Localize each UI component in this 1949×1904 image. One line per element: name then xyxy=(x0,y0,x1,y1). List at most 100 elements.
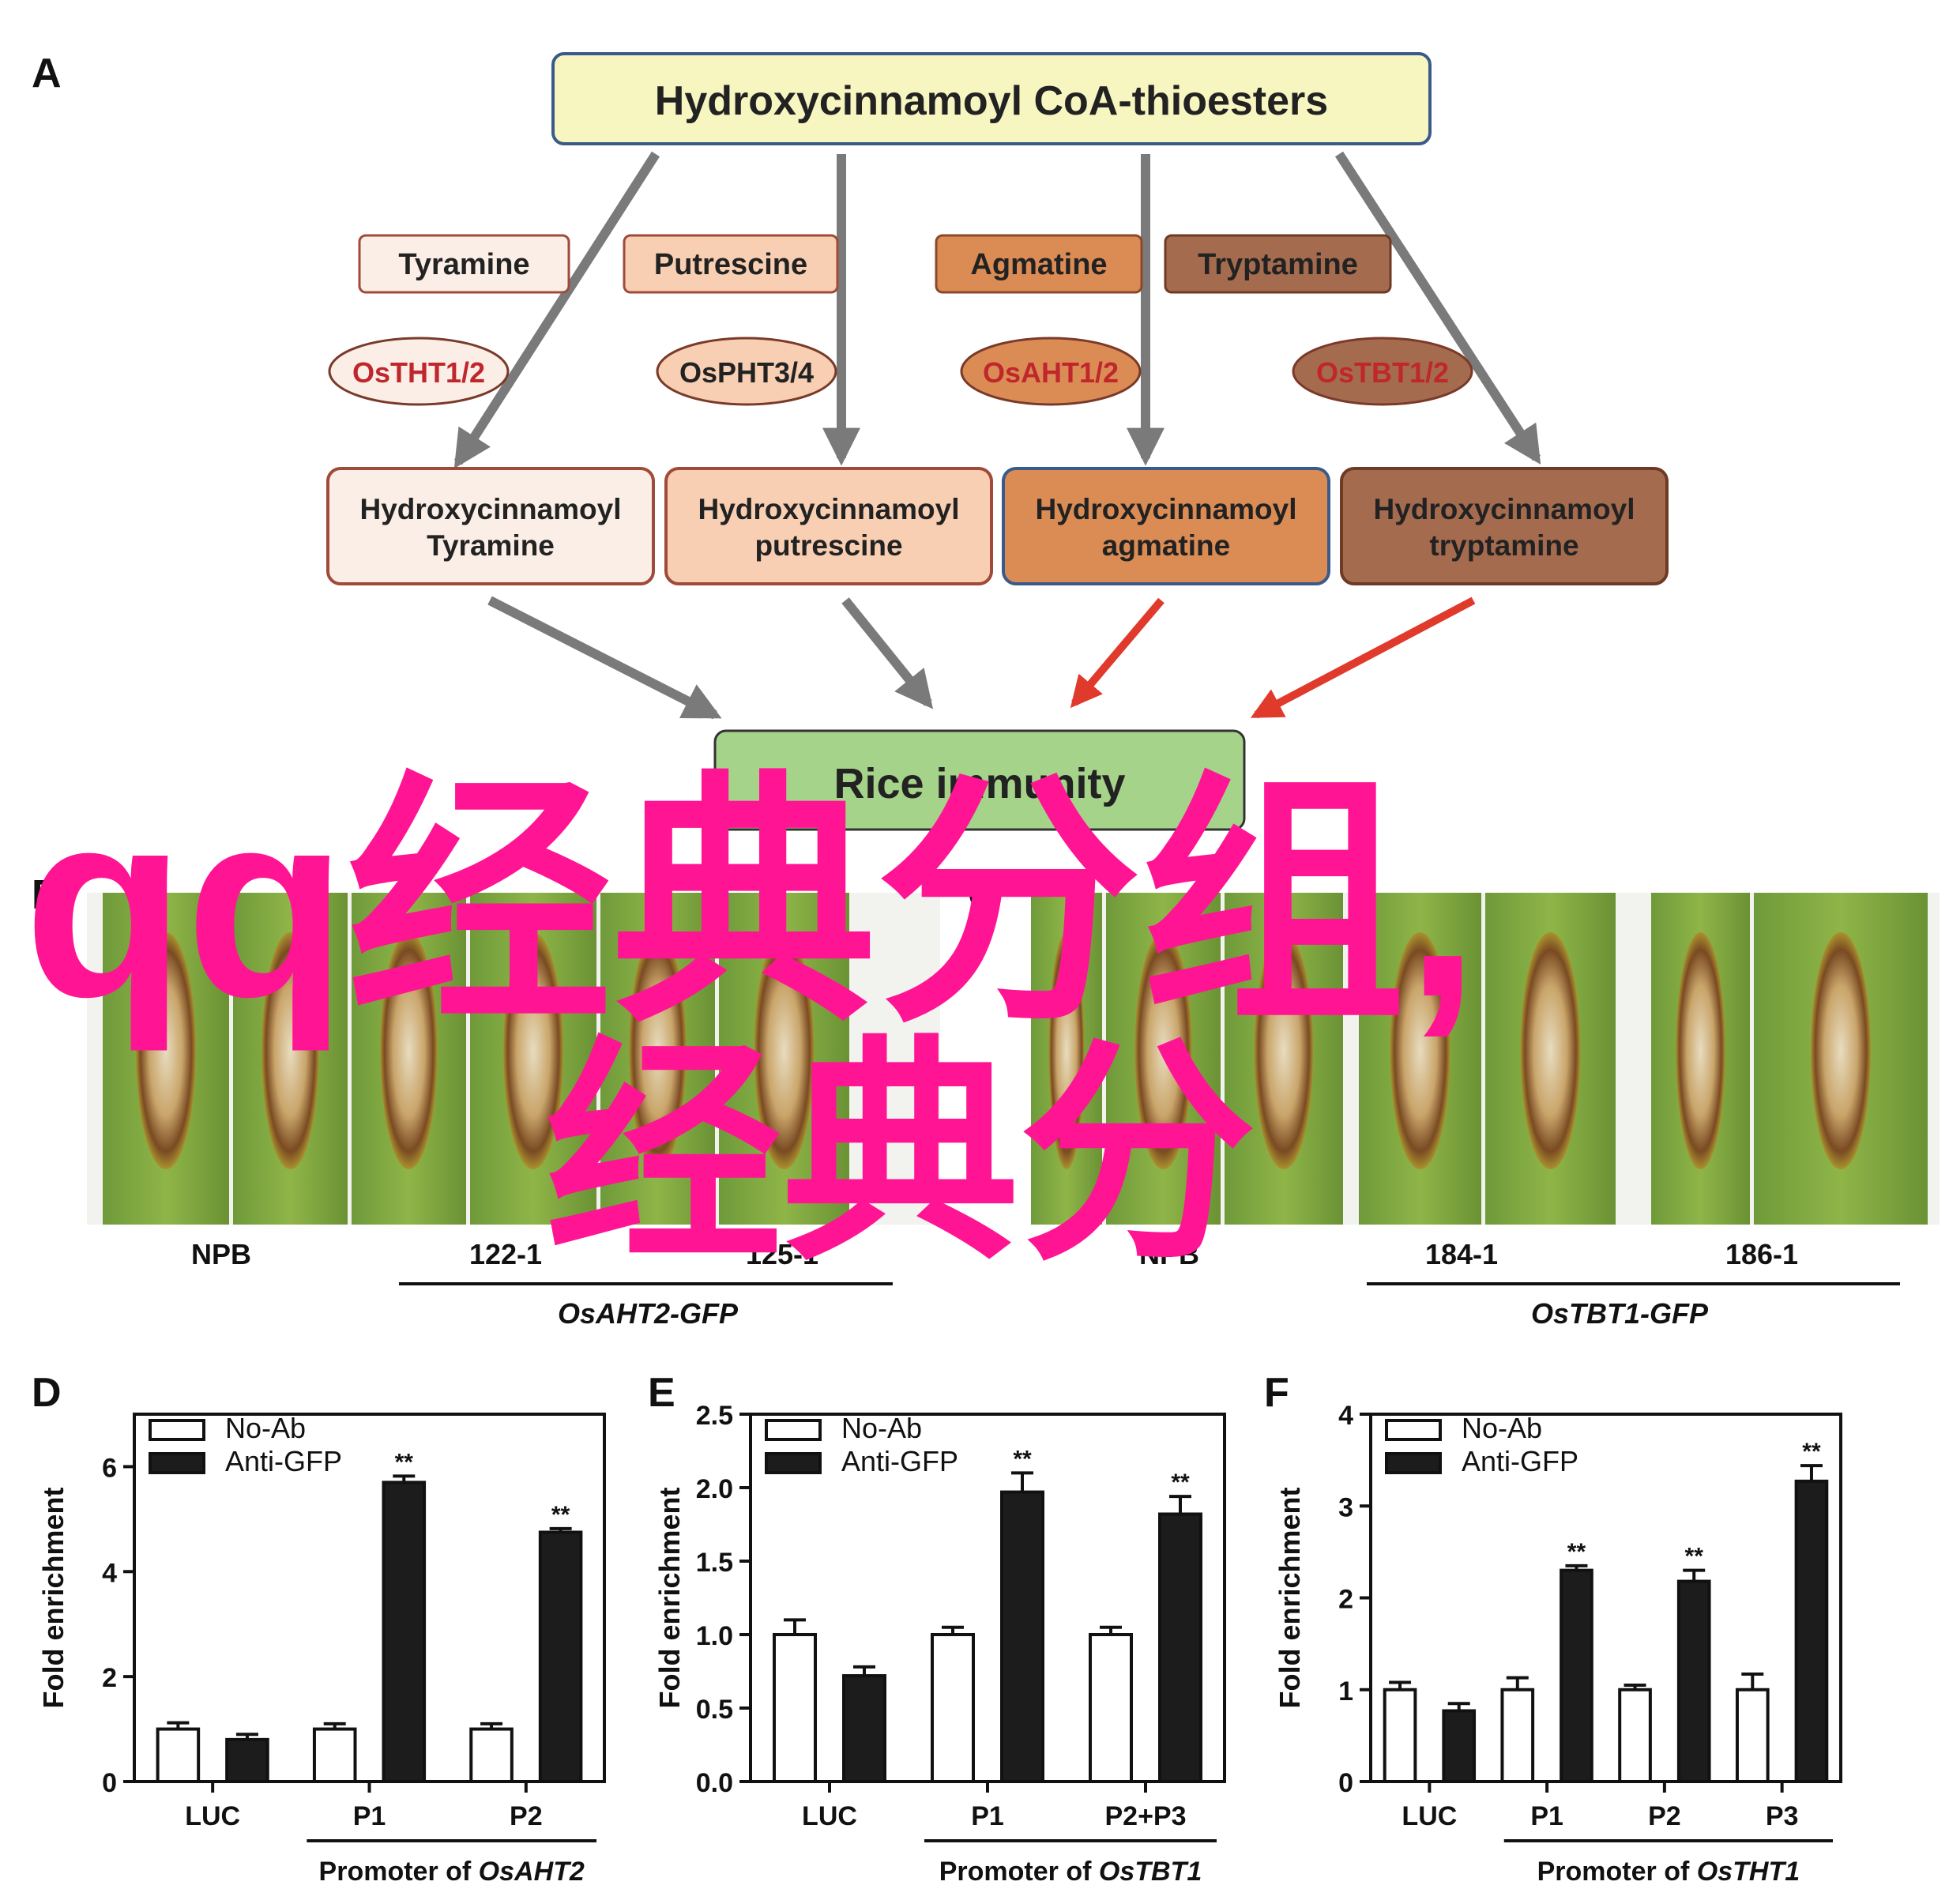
legend-swatch-no-ab xyxy=(765,1419,822,1441)
y-tick-label: 0 xyxy=(102,1768,117,1798)
y-axis-label: Fold enrichment xyxy=(1274,1487,1306,1708)
leaf-b-label-3: 125-1 xyxy=(746,1238,818,1270)
legend-swatch-anti-gfp xyxy=(149,1452,205,1474)
x-tick-label: LUC xyxy=(802,1801,857,1831)
significance-mark: ** xyxy=(1685,1544,1704,1570)
leaf-lesion xyxy=(1390,932,1450,1169)
product-label-4-line1: Hydroxycinnamoyl xyxy=(1373,493,1635,525)
bar-no-ab xyxy=(469,1727,514,1784)
product-label-1-line1: Hydroxycinnamoyl xyxy=(359,493,621,525)
enzyme-ellipse-2 xyxy=(656,337,837,406)
y-tick-label: 4 xyxy=(1338,1401,1353,1431)
enzyme-ellipse-1 xyxy=(328,337,510,406)
product-box-1 xyxy=(326,467,655,585)
y-tick-label: 2 xyxy=(102,1663,117,1693)
legend-swatch-anti-gfp xyxy=(765,1452,822,1474)
legend-label: Anti-GFP xyxy=(225,1445,342,1477)
legend-label: Anti-GFP xyxy=(841,1445,958,1477)
y-axis-label: Fold enrichment xyxy=(37,1487,70,1708)
bar-no-ab xyxy=(1383,1688,1417,1783)
leaf-c-label-3: 186-1 xyxy=(1725,1238,1798,1270)
leaf-lesion xyxy=(1048,932,1085,1169)
y-tick-label: 0.5 xyxy=(696,1695,733,1725)
bar-no-ab xyxy=(1500,1688,1535,1783)
promoter-group-label: Promoter of OsTHT1 xyxy=(1537,1857,1800,1887)
product-box-3 xyxy=(1002,467,1330,585)
leaf-c-label-1: NPB xyxy=(1139,1238,1199,1270)
leaf-lesion xyxy=(136,932,196,1169)
amine-label-4: Tryptamine xyxy=(1198,248,1358,281)
y-tick-label: 2.5 xyxy=(696,1401,733,1431)
product-label-3-line2: agmatine xyxy=(1102,529,1230,562)
leaf-lesion xyxy=(380,932,438,1169)
bar-anti-gfp xyxy=(1794,1479,1829,1784)
arrow-tryptamine-to-immunity xyxy=(1250,596,1476,719)
x-tick-label: P2 xyxy=(510,1801,543,1831)
leaf-c-group-label: OsTBT1-GFP xyxy=(1531,1297,1709,1330)
legend-label: No-Ab xyxy=(841,1412,922,1444)
amine-label-1: Tyramine xyxy=(398,248,529,281)
bar-anti-gfp xyxy=(1560,1568,1593,1783)
x-tick-label: P1 xyxy=(971,1801,1004,1831)
bar-no-ab xyxy=(773,1633,817,1783)
bar-no-ab xyxy=(931,1633,975,1783)
bar-anti-gfp xyxy=(1676,1579,1711,1783)
x-tick-label: P1 xyxy=(353,1801,386,1831)
bar-anti-gfp xyxy=(538,1530,583,1783)
bar-anti-gfp xyxy=(225,1737,269,1784)
legend-swatch-no-ab xyxy=(149,1419,205,1441)
watermark-line-2: 经典分 xyxy=(545,1022,1256,1287)
x-tick-label: P1 xyxy=(1530,1801,1563,1831)
pathway-diagram: Hydroxycinnamoyl CoA-thioesters Tyramine… xyxy=(326,52,1669,831)
arrow-to-tryptamine-product xyxy=(1334,151,1541,465)
significance-mark: ** xyxy=(1802,1439,1821,1465)
y-axis-label: Fold enrichment xyxy=(653,1487,686,1708)
bar-no-ab xyxy=(1618,1688,1652,1783)
promoter-group-label: Promoter of OsTBT1 xyxy=(939,1857,1202,1887)
product-box-4 xyxy=(1340,467,1669,585)
top-box-label: Hydroxycinnamoyl CoA-thioesters xyxy=(655,78,1328,124)
leaf-c-label-2: 184-1 xyxy=(1425,1238,1498,1270)
significance-mark: ** xyxy=(1013,1446,1032,1472)
x-tick-label: P2 xyxy=(1648,1801,1681,1831)
leaf-lesion xyxy=(1134,932,1192,1169)
y-tick-label: 1.5 xyxy=(696,1548,733,1578)
product-label-2-line1: Hydroxycinnamoyl xyxy=(698,493,959,525)
arrow-to-tyramine-product xyxy=(453,151,660,469)
panel-letter-f: F xyxy=(1264,1370,1289,1416)
watermark-line-1: qq经典分组, xyxy=(24,756,1479,1053)
leaf-lesion xyxy=(1676,932,1725,1169)
amine-box-3 xyxy=(935,234,1143,294)
amine-box-1 xyxy=(358,234,570,294)
product-box-2 xyxy=(664,467,993,585)
y-tick-label: 3 xyxy=(1338,1492,1353,1522)
bar-no-ab xyxy=(1735,1688,1770,1783)
leaf-lesion xyxy=(629,932,687,1169)
y-tick-label: 1 xyxy=(1338,1676,1353,1706)
bar-no-ab xyxy=(1089,1633,1133,1783)
leaf-lesion xyxy=(1520,932,1581,1169)
legend-label: No-Ab xyxy=(1462,1412,1542,1444)
x-tick-label: LUC xyxy=(185,1801,240,1831)
arrow-agmatine-to-immunity xyxy=(1070,597,1165,709)
product-label-3-line1: Hydroxycinnamoyl xyxy=(1035,493,1296,525)
bar-no-ab xyxy=(156,1727,201,1784)
amine-label-2: Putrescine xyxy=(654,248,807,281)
leaf-photos xyxy=(87,893,1940,1225)
amine-label-3: Agmatine xyxy=(970,248,1107,281)
panel-letter-e: E xyxy=(648,1370,675,1416)
bar-anti-gfp xyxy=(1000,1490,1044,1783)
significance-mark: ** xyxy=(551,1502,570,1528)
leaf-lesion xyxy=(1811,932,1871,1169)
panel-letter-a: A xyxy=(32,51,62,96)
y-tick-label: 2.0 xyxy=(696,1474,733,1504)
bar-anti-gfp xyxy=(1442,1709,1477,1784)
enzyme-ellipse-3 xyxy=(960,337,1142,406)
significance-mark: ** xyxy=(1171,1469,1190,1496)
x-tick-label: LUC xyxy=(1402,1801,1457,1831)
immunity-box xyxy=(713,729,1246,831)
